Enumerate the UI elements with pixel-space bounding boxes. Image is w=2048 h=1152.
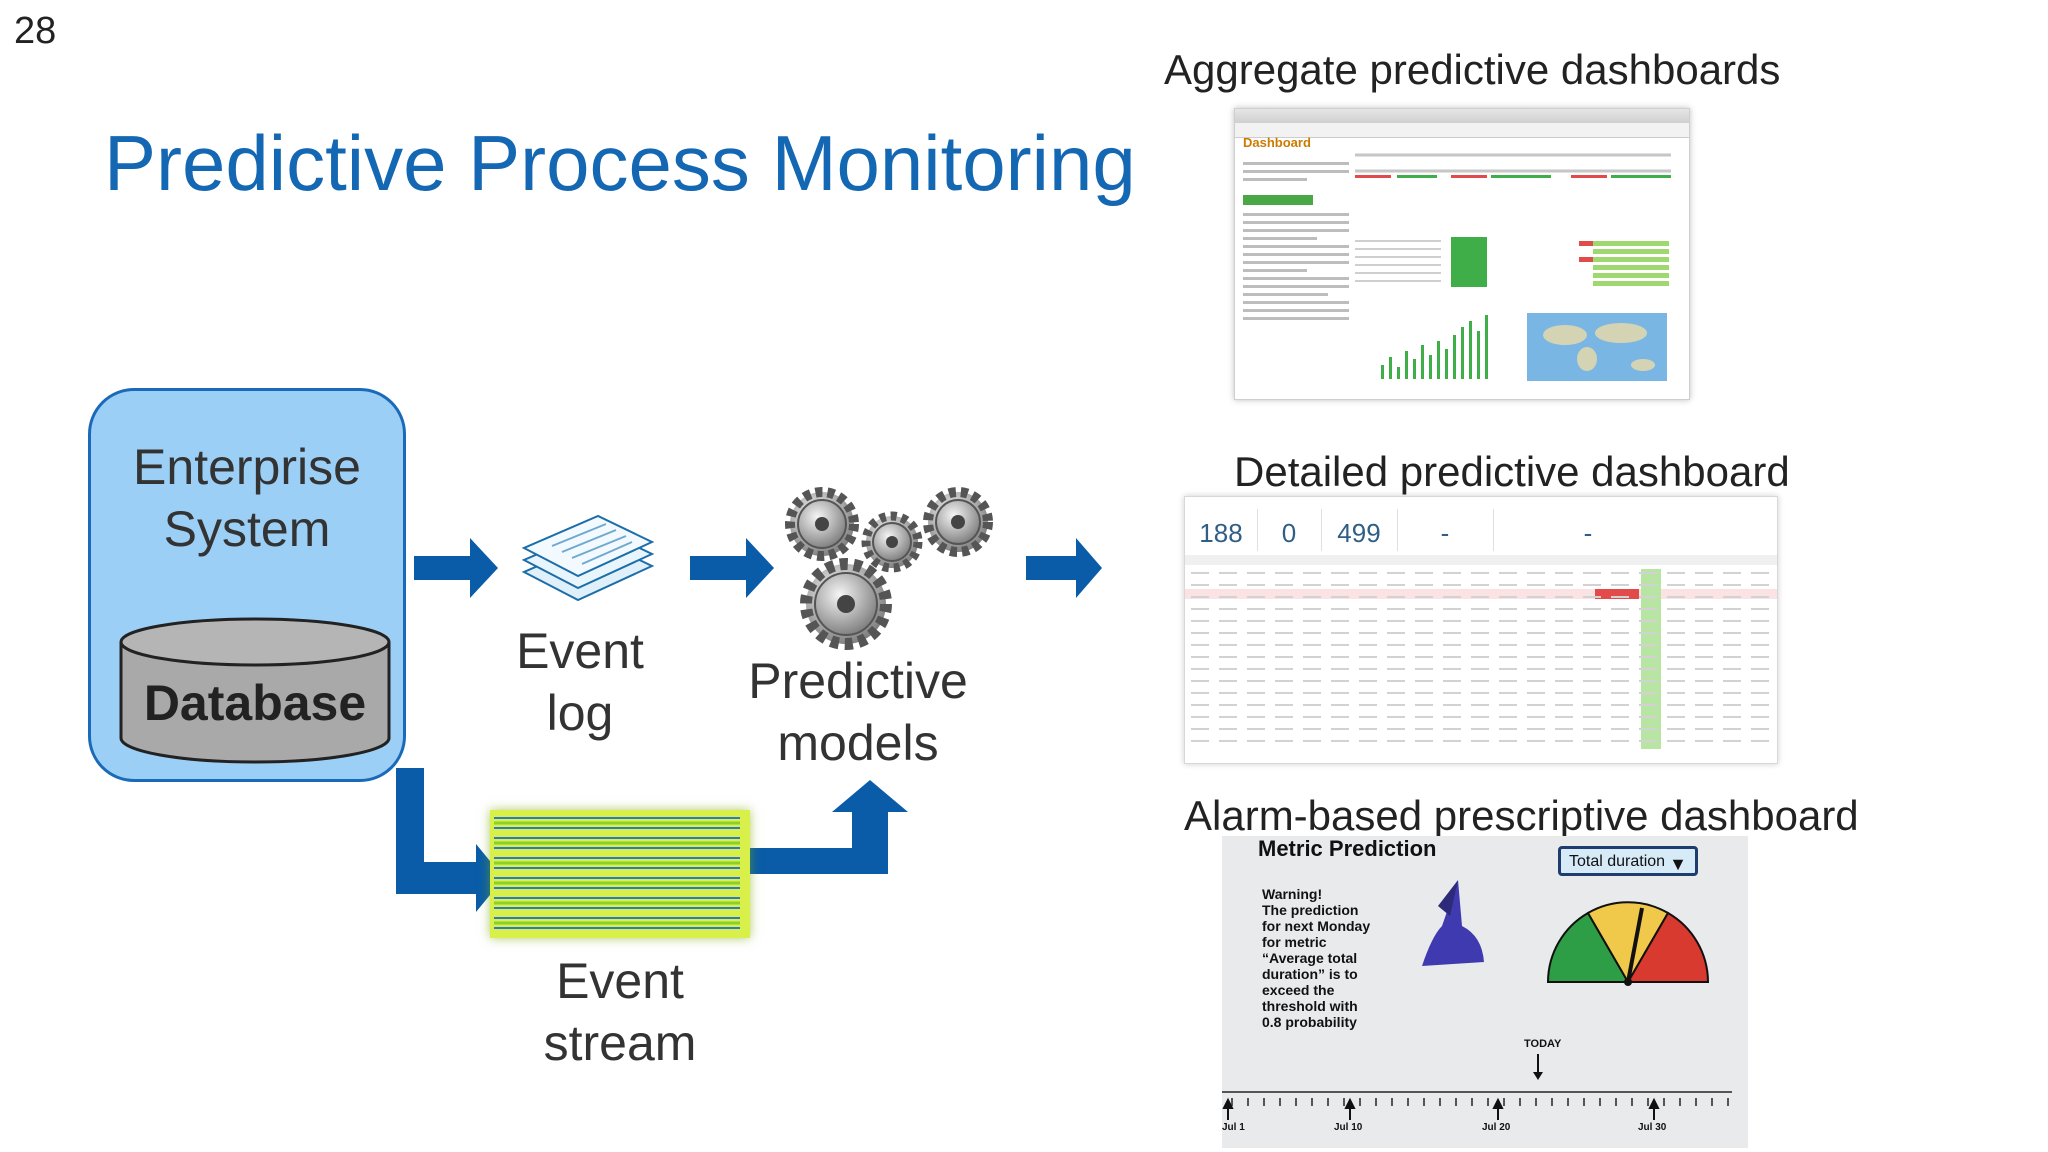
alarm-dashboard-title: Alarm-based prescriptive dashboard xyxy=(1184,792,1859,839)
kpi-tile-5: - xyxy=(1583,518,1593,548)
kpi-tile-2: 0 xyxy=(1257,509,1322,551)
arrow-system-to-stream xyxy=(396,768,504,912)
chevron-down-icon: ▼ xyxy=(1669,854,1687,874)
timeline-tick-2: Jul 10 xyxy=(1334,1122,1363,1133)
aggregate-dashboard-screenshot: Dashboard xyxy=(1234,108,1690,400)
slide-title: Predictive Process Monitoring xyxy=(104,119,1136,207)
dashboard-toolbar xyxy=(1235,109,1689,123)
dashboard-filters xyxy=(1243,157,1349,393)
predictive-models-label: Predictive models xyxy=(748,653,968,771)
event-stream-lines xyxy=(494,817,740,929)
enterprise-system-label: Enterprise System xyxy=(133,439,361,557)
detailed-table xyxy=(1185,555,1777,749)
timeline-tick-4: Jul 30 xyxy=(1638,1122,1667,1133)
metric-prediction-heading: Metric Prediction xyxy=(1258,836,1437,861)
warning-text: Warning! The prediction for next Monday … xyxy=(1262,886,1371,1030)
kpi-tile-4: - xyxy=(1397,509,1494,551)
dashboard-name: Dashboard xyxy=(1243,135,1311,150)
timeline-tick-3: Jul 20 xyxy=(1482,1122,1511,1133)
detailed-dashboard-screenshot: 188 0 499 - - xyxy=(1184,496,1778,764)
kpi-tile-1: 188 xyxy=(1185,509,1258,551)
wizard-icon xyxy=(1422,880,1484,966)
detailed-dashboard-title: Detailed predictive dashboard xyxy=(1234,448,1790,495)
dashboard-widgets xyxy=(1355,153,1671,381)
gauge-icon xyxy=(1546,901,1710,986)
aggregate-dashboards-title: Aggregate predictive dashboards xyxy=(1164,46,1781,93)
metric-select-value: Total duration xyxy=(1569,853,1666,870)
event-log-label: Event log xyxy=(516,623,644,741)
database-cylinder-icon xyxy=(119,617,391,764)
arrow-stream-to-models xyxy=(740,780,908,874)
database-label: Database xyxy=(143,675,367,731)
event-log-icon xyxy=(521,514,655,602)
gears-icon xyxy=(785,487,993,650)
dashboard-tabs xyxy=(1235,123,1689,138)
kpi-tile-3: 499 xyxy=(1321,509,1398,551)
event-stream-thumbnail xyxy=(490,810,750,938)
arrow-models-to-dashboards xyxy=(1026,538,1102,598)
event-stream-label: Event stream xyxy=(543,953,697,1071)
today-marker: TODAY xyxy=(1524,1038,1562,1050)
timeline-tick-1: Jul 1 xyxy=(1222,1122,1245,1133)
arrow-log-to-models xyxy=(690,538,774,598)
timeline xyxy=(1222,1054,1732,1120)
metric-select[interactable]: Total duration ▼ xyxy=(1558,846,1698,876)
alarm-dashboard-screenshot: Metric Prediction Total duration ▼ Warni… xyxy=(1222,836,1748,1148)
arrow-system-to-log xyxy=(414,538,498,598)
slide-number: 28 xyxy=(14,10,57,52)
